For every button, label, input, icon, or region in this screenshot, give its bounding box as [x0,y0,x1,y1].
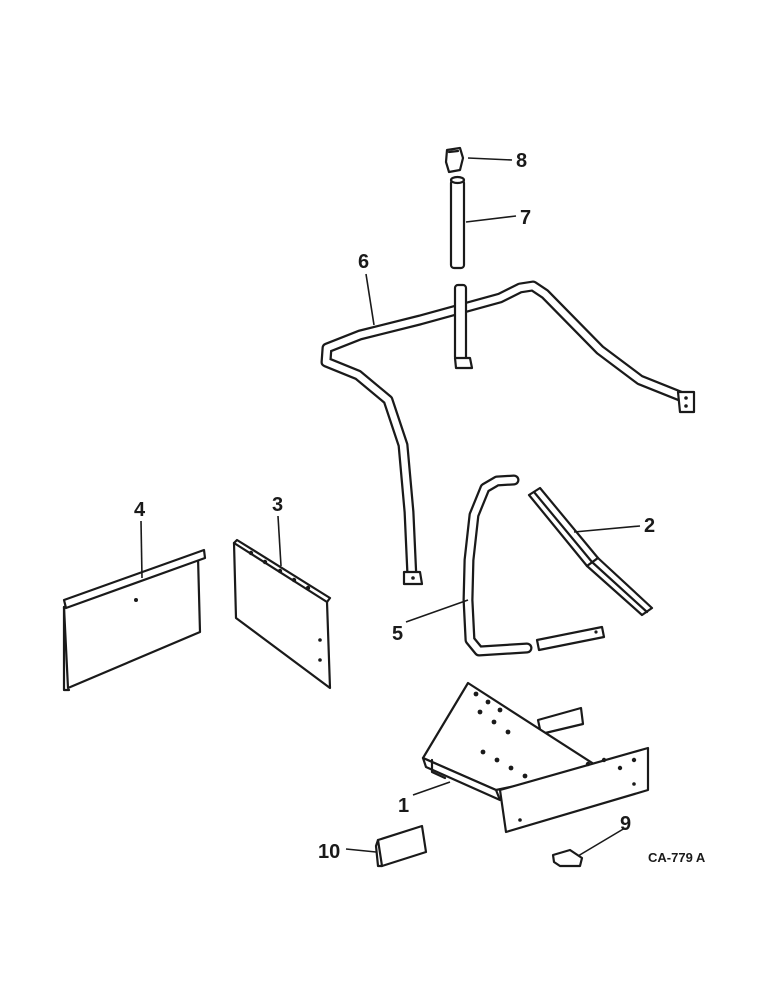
callout-7: 7 [520,207,531,229]
part-8-cap [444,146,465,174]
callout-6: 6 [358,251,369,273]
part-6-frame [320,280,696,586]
callout-8: 8 [516,150,527,172]
leader-lines [140,157,641,857]
part-4-panel [62,548,207,692]
callout-1: 1 [398,795,409,817]
callout-4: 4 [134,499,146,521]
part-10-pad [374,824,428,868]
part-9-clip [551,848,584,868]
callout-9: 9 [620,813,631,835]
part-3-panel [232,538,332,690]
drawing-code: CA-779 A [648,850,706,865]
part-2-handle [527,486,654,617]
part-1-platform [421,681,650,834]
part-5-bent-bar [462,474,606,657]
part-7-tube [449,175,466,270]
callout-5: 5 [392,623,403,645]
callout-3: 3 [272,494,283,516]
callout-10: 10 [318,841,340,863]
callout-2: 2 [644,515,655,537]
